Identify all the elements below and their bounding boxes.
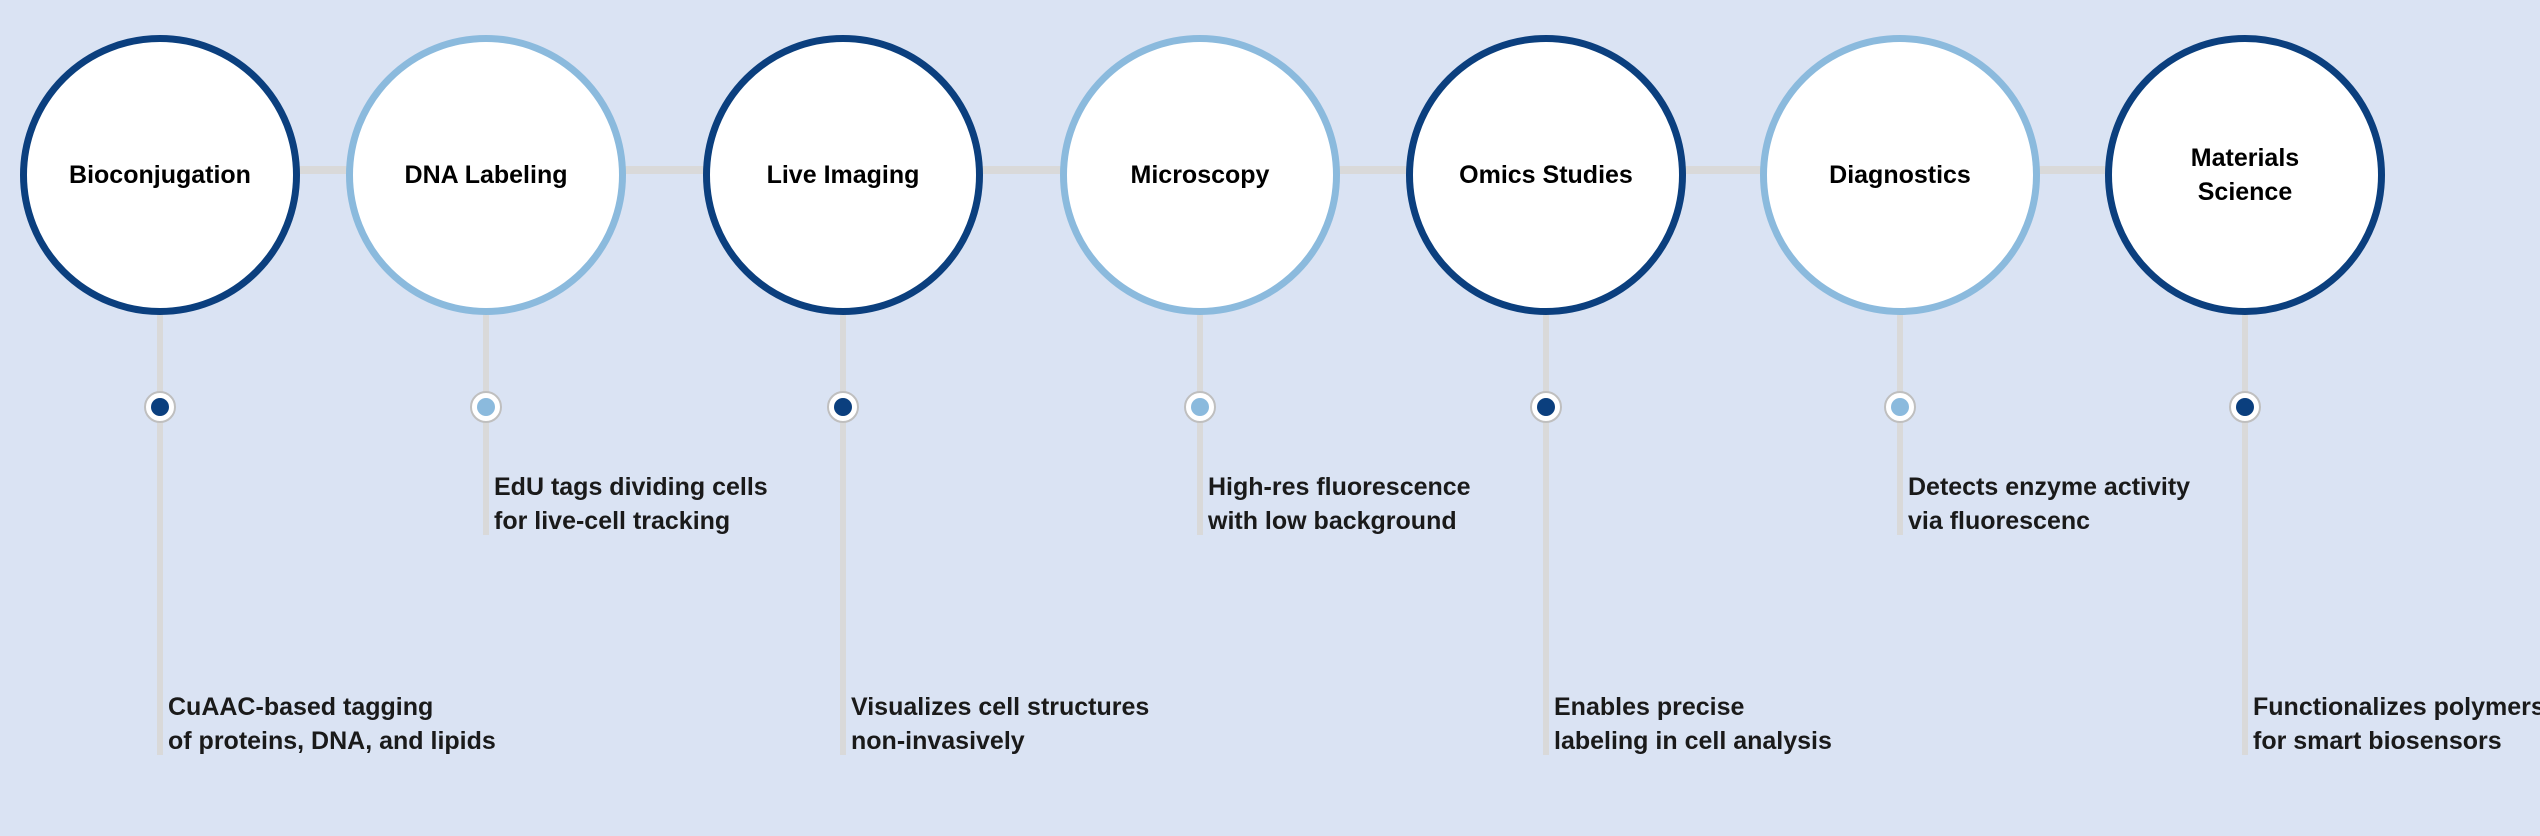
connector-line [616,166,713,174]
description-line: Detects enzyme activity [1908,473,2191,501]
milestone-circle: Bioconjugation [20,35,300,315]
milestone-dot [1184,391,1216,423]
milestone-stem [1543,300,1549,755]
milestone-description: CuAAC-based tagging of proteins, DNA, and… [168,690,496,758]
milestone-dot-center [834,398,852,416]
milestone-stem [157,300,163,755]
milestone-dot-center [477,398,495,416]
description-line: for live-cell tracking [494,507,731,535]
description-line: EdU tags dividing cells [494,473,768,501]
milestone-dot [827,391,859,423]
description-line: for smart biosensors [2253,727,2502,755]
milestone-dot-center [2236,398,2254,416]
description-line: Enables precise [1554,693,1745,721]
milestone-description: EdU tags dividing cells for live-cell tra… [494,470,768,538]
milestone-dot [1530,391,1562,423]
milestone-dot-center [1191,398,1209,416]
milestone-dot [470,391,502,423]
milestone-circle: Microscopy [1060,35,1340,315]
description-line: non-invasively [851,727,1025,755]
description-line: High-res fluorescence [1208,473,1471,501]
milestone-title: Live Imaging [766,161,920,189]
milestone-title: Bioconjugation [69,161,251,189]
milestone-description: Enables precise labeling in cell analysis [1554,690,1832,758]
milestone-dot-center [1537,398,1555,416]
description-line: CuAAC-based tagging [168,693,434,721]
milestone-title: Materials Science [2190,144,2300,206]
connector-line [1330,166,1416,174]
milestone-description: Detects enzyme activity via fluorescenc [1908,470,2190,538]
connector-line [2030,166,2115,174]
milestone-dot-center [1891,398,1909,416]
milestone-circle: Materials Science [2105,35,2385,315]
milestone-title: Microscopy [1130,161,1270,189]
milestone-description: Functionalizes polymers for smart biosens… [2253,690,2540,758]
description-line: via fluorescenc [1908,507,2091,535]
milestone-circle: Omics Studies [1406,35,1686,315]
milestone-circle: DNA Labeling [346,35,626,315]
description-line: Visualizes cell structures [851,693,1150,721]
description-line: of proteins, DNA, and lipids [168,727,496,755]
milestone-dot [2229,391,2261,423]
milestone-circle: Live Imaging [703,35,983,315]
connector-line [1676,166,1770,174]
milestone-circle: Diagnostics [1760,35,2040,315]
milestone-dot [1884,391,1916,423]
milestone-dot [144,391,176,423]
connector-line [290,166,356,174]
description-line: Functionalizes polymers [2253,693,2540,721]
description-line: with low background [1208,507,1457,535]
description-line: labeling in cell analysis [1554,727,1832,755]
milestone-stem [2242,300,2248,755]
milestone-stem [840,300,846,755]
milestone-title: DNA Labeling [404,161,568,189]
milestone-title: Diagnostics [1829,161,1971,189]
milestone-description: High-res fluorescence with low background [1208,470,1471,538]
milestone-description: Visualizes cell structures non-invasively [851,690,1149,758]
milestone-dot-center [151,398,169,416]
milestone-title: Omics Studies [1459,161,1633,189]
connector-line [973,166,1070,174]
